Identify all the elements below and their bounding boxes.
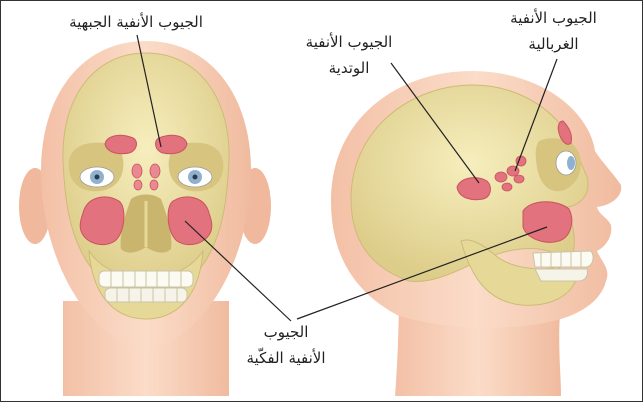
front-frontal-sinus-left (105, 135, 136, 153)
label-sphenoid-line-2: الوتدية (269, 55, 429, 81)
side-iris (567, 156, 575, 170)
front-right-pupil (193, 175, 198, 180)
side-maxillary-sinus (523, 202, 572, 243)
label-sphenoid-line-1: الجيوب الأنفية (269, 29, 429, 55)
front-maxillary-sinus-left (80, 197, 124, 245)
label-ethmoid-sinuses: الجيوب الأنفية الغربالية (471, 5, 636, 57)
label-maxillary-sinuses: الجيوب الأنفية الفكّية (201, 319, 371, 371)
label-frontal-sinuses: الجيوب الأنفية الجبهية (31, 9, 241, 35)
label-ethmoid-line-1: الجيوب الأنفية (471, 5, 636, 31)
front-maxillary-sinus-right (168, 197, 212, 245)
label-maxillary-line-1: الجيوب (201, 319, 371, 345)
label-maxillary-line-2: الأنفية الفكّية (201, 345, 371, 371)
side-teeth (533, 251, 593, 281)
side-view-head (331, 71, 621, 396)
front-upper-teeth (99, 271, 193, 287)
label-frontal-line-1: الجيوب الأنفية الجبهية (31, 9, 241, 35)
label-ethmoid-line-2: الغربالية (471, 31, 636, 57)
front-left-pupil (95, 175, 100, 180)
label-sphenoid-sinuses: الجيوب الأنفية الوتدية (269, 29, 429, 81)
front-lower-teeth (105, 288, 187, 302)
